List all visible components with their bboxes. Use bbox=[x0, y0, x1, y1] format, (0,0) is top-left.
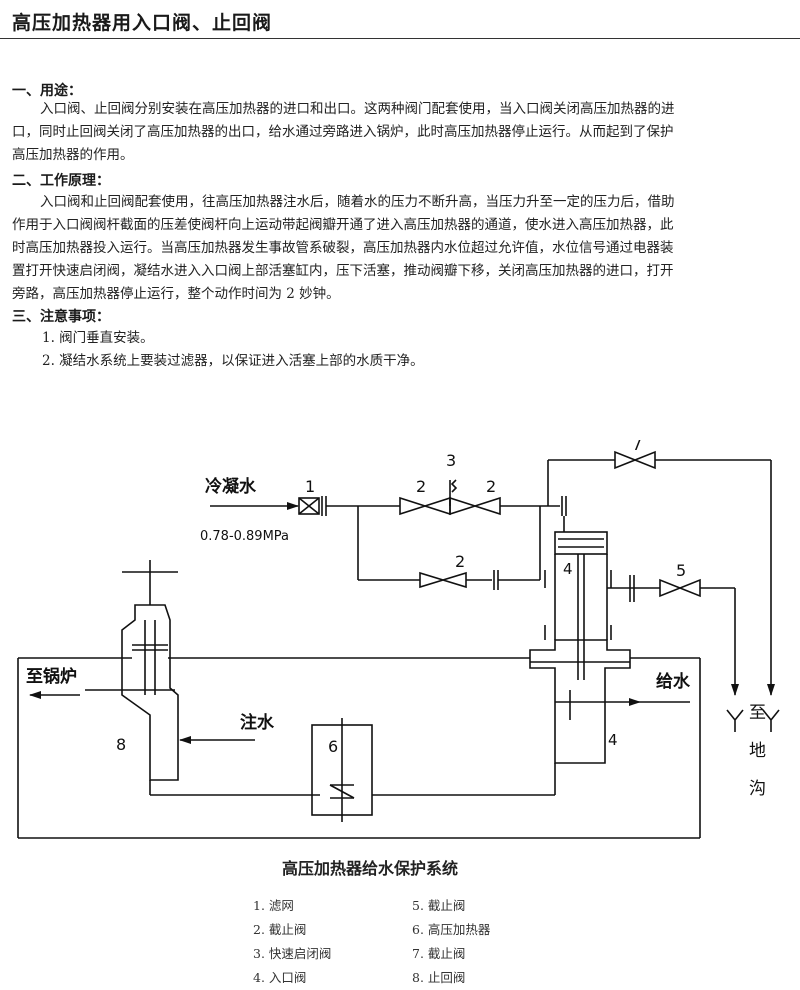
check-valve-8-body bbox=[121, 604, 179, 781]
legend-item: 1. 滤网 bbox=[253, 898, 294, 913]
note-item: 1. 阀门垂直安装。 bbox=[42, 330, 154, 346]
part-number-8: 8 bbox=[116, 735, 126, 754]
part-number-2: 2 bbox=[416, 477, 426, 496]
piston-cylinder-cap bbox=[554, 531, 608, 555]
globe-valve-2b bbox=[449, 496, 501, 516]
part-number-6: 6 bbox=[328, 737, 338, 756]
usage-heading: 一、用途： bbox=[12, 83, 82, 99]
pressure-label: 0.78-0.89MPa bbox=[200, 529, 289, 544]
drain-funnel-left bbox=[726, 709, 744, 732]
to-drain-label: 至 bbox=[749, 703, 766, 723]
principle-paragraph: 入口阀和止回阀配套使用，往高压加热器注水后，随着水的压力不断升高，当压力升至一定… bbox=[12, 191, 790, 306]
fast-valve-3-actuator bbox=[450, 479, 458, 493]
legend-item: 3. 快速启闭阀 bbox=[253, 946, 332, 961]
usage-line: 入口阀、止回阀分别安装在高压加热器的进口和出口。这两种阀门配套使用，当入口阀关闭… bbox=[40, 101, 675, 117]
globe-valve-2c bbox=[419, 571, 467, 589]
water-injection-label: 注水 bbox=[240, 712, 275, 733]
principle-line: 入口阀和止回阀配套使用，往高压加热器注水后，随着水的压力不断升高，当压力升至一定… bbox=[40, 194, 675, 210]
part-number-4: 4 bbox=[563, 560, 573, 578]
note-item: 2. 凝结水系统上要装过滤器，以保证进入活塞上部的水质干净。 bbox=[42, 353, 424, 369]
diagram-title: 高压加热器给水保护系统 bbox=[281, 859, 458, 878]
usage-line: 口，同时止回阀关闭了高压加热器的出口，给水通过旁路进入锅炉，此时高压加热器停止运… bbox=[12, 124, 674, 140]
condensate-label: 冷凝水 bbox=[205, 476, 257, 497]
drain-funnel-right bbox=[762, 709, 780, 732]
legend-right: 5. 截止阀 6. 高压加热器 7. 截止阀 8. 止回阀 bbox=[412, 894, 490, 990]
to-boiler-label: 至锅炉 bbox=[26, 666, 77, 687]
part-number-7: 7 bbox=[632, 440, 642, 454]
legend-item: 4. 入口阀 bbox=[253, 970, 307, 985]
globe-valve-2a bbox=[399, 496, 451, 516]
feed-water-label: 给水 bbox=[656, 671, 691, 692]
legend-item: 7. 截止阀 bbox=[412, 946, 466, 961]
globe-valve-7 bbox=[614, 450, 656, 470]
principle-line: 作用于入口阀阀杆截面的压差使阀杆向上运动带起阀瓣开通了进入高压加热器的通道，使水… bbox=[12, 217, 674, 233]
legend-item: 5. 截止阀 bbox=[412, 898, 466, 913]
part-number-1: 1 bbox=[305, 477, 315, 496]
to-drain-label: 沟 bbox=[749, 779, 766, 799]
protection-system-diagram: 冷凝水 0.78-0.89MPa 1 2 3 2 2 7 4 5 4 6 8 至… bbox=[17, 440, 780, 839]
principle-heading: 二、工作原理： bbox=[12, 173, 110, 189]
legend-item: 8. 止回阀 bbox=[412, 970, 466, 985]
principle-line: 置打开快速启闭阀，凝结水进入入口阀上部活塞缸内，压下活塞，推动阀瓣下移，关闭高压… bbox=[12, 263, 674, 279]
inlet-valve-4-body bbox=[529, 639, 631, 764]
legend-left: 1. 滤网 2. 截止阀 3. 快速启闭阀 4. 入口阀 bbox=[253, 894, 331, 990]
usage-line: 高压加热器的作用。 bbox=[12, 147, 134, 163]
globe-valve-5 bbox=[659, 578, 701, 598]
part-number-4: 4 bbox=[608, 731, 618, 749]
principle-line: 旁路，高压加热器停止运行，整个动作时间为 2 妙钟。 bbox=[12, 286, 340, 302]
legend-item: 2. 截止阀 bbox=[253, 922, 307, 937]
part-number-2: 2 bbox=[455, 552, 465, 571]
legend-item: 6. 高压加热器 bbox=[412, 922, 491, 937]
notes-heading: 三、注意事项： bbox=[12, 309, 110, 325]
usage-paragraph: 入口阀、止回阀分别安装在高压加热器的进口和出口。这两种阀门配套使用，当入口阀关闭… bbox=[12, 98, 790, 167]
to-drain-label: 地 bbox=[749, 741, 766, 761]
part-number-5: 5 bbox=[676, 561, 686, 580]
page-title: 高压加热器用入口阀、止回阀 bbox=[12, 12, 273, 34]
principle-line: 时高压加热器投入运行。当高压加热器发生事故管系破裂，高压加热器内水位超过允许值，… bbox=[12, 240, 674, 256]
part-number-2: 2 bbox=[486, 477, 496, 496]
part-number-3: 3 bbox=[446, 451, 456, 470]
strainer-1 bbox=[298, 497, 320, 515]
title-rule bbox=[0, 38, 800, 39]
